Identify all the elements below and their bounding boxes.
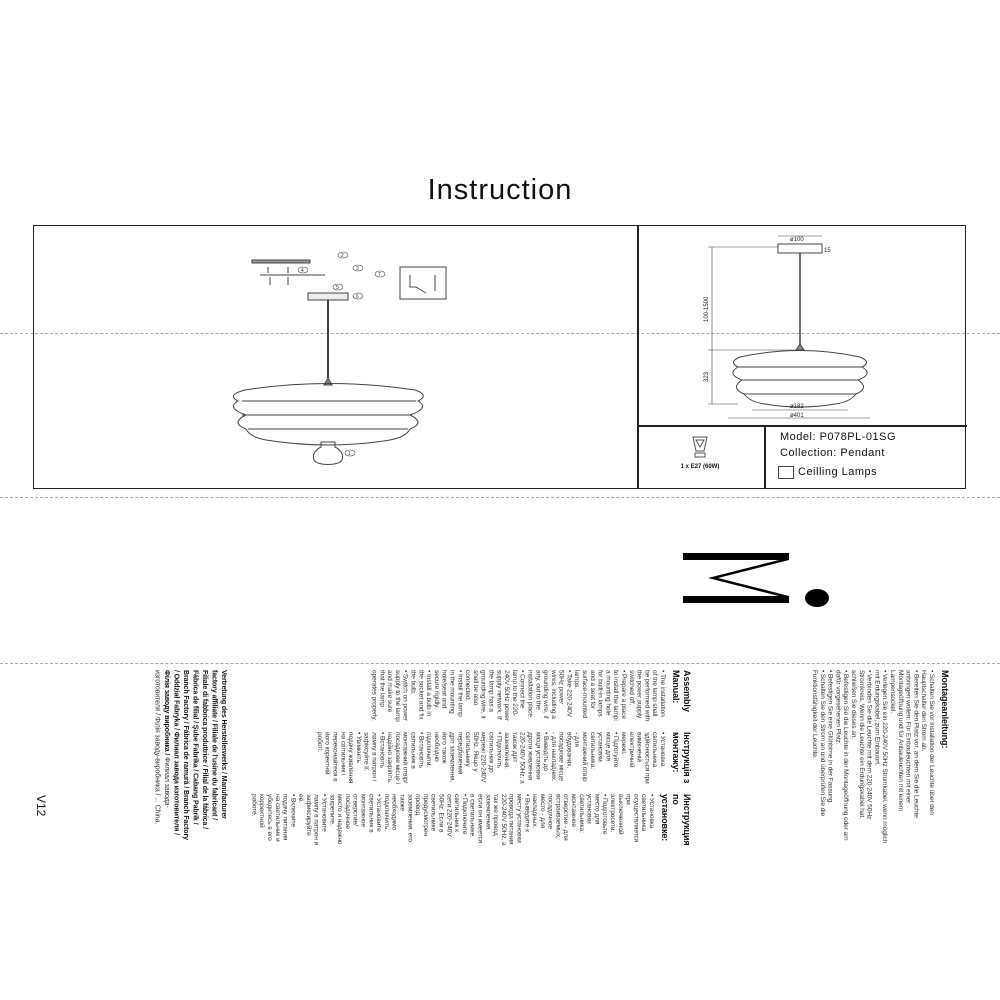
instructions-ukrainian: Інструкція з монтажу: Установка світильн… bbox=[250, 732, 692, 784]
assembly-diagram: 2 3 4 5 6 7 1 bbox=[232, 251, 447, 465]
callout-1: 1 bbox=[348, 451, 351, 457]
instructions-english: Assembly Manual: The installation of the… bbox=[250, 670, 692, 722]
callout-6: 6 bbox=[356, 294, 359, 300]
callout-2: 2 bbox=[341, 253, 344, 259]
dim-cable-length: 100-1500 bbox=[704, 296, 710, 322]
russian-item: Установите лампу в патрон и зафиксируйте… bbox=[296, 794, 327, 846]
frame-divider bbox=[637, 425, 967, 427]
ukrainian-item: Підготуйте місце для установки світильни… bbox=[549, 732, 619, 784]
dim-shade-height: 323 bbox=[704, 371, 710, 382]
german-item: Schalten Sie den Strom an und überprüfen… bbox=[810, 670, 826, 846]
russian-item: Включите подачу питания на светильник и … bbox=[250, 794, 296, 846]
dim-canopy-diameter: ø100 bbox=[790, 237, 804, 243]
ukrainian-item: Встановіть лампу в патрон і зафіксуйте ї… bbox=[362, 732, 386, 784]
english-item: Install the lamp in the mounting hole/se… bbox=[432, 670, 463, 722]
diagram-frame bbox=[33, 225, 967, 489]
callout-5: 5 bbox=[336, 285, 339, 291]
english-heading: Assembly Manual: bbox=[671, 670, 692, 712]
bulb-spec: 1 x E27 (60W) bbox=[680, 464, 720, 470]
page-title: Instruction bbox=[427, 174, 573, 206]
ukrainian-item: Підключіть світильник до мережі 220-240V… bbox=[424, 732, 502, 784]
russian-item: Выведите к месту установки провода питан… bbox=[468, 794, 531, 846]
russian-heading: Инструкция по установке: bbox=[660, 794, 692, 846]
german-item: Verlegen Sie ein 220-240V 50Hz Stromkabe… bbox=[873, 670, 888, 846]
manufacturer-info: Vertretung des Herstellerwerks / Manufac… bbox=[152, 670, 228, 840]
bulb-icon bbox=[692, 436, 708, 458]
callout-3: 3 bbox=[356, 266, 359, 272]
german-item: Schalten Sie vor Installation der Leucht… bbox=[919, 670, 935, 846]
german-heading: Montageanleitung: bbox=[940, 670, 950, 749]
manufacturer-address: Филиал завода-изготовителя / Філія завод… bbox=[153, 670, 171, 825]
ukrainian-item: Установка світильника здійснюється при в… bbox=[619, 732, 666, 784]
brand-logo bbox=[683, 553, 829, 607]
manufacturer-affiliate: Vertretung des Herstellerwerks / Manufac… bbox=[163, 670, 227, 840]
english-item: Install a bulb in the socket and fix the… bbox=[409, 670, 433, 722]
instructions-russian: Инструкция по установке: Установка свети… bbox=[250, 794, 692, 846]
ukrainian-item: Увімкніть подачу живлення на світильник … bbox=[315, 732, 362, 784]
callout-4: 4 bbox=[301, 268, 304, 274]
russian-item: Подготовьте место для установки светильн… bbox=[530, 794, 608, 846]
ukrainian-item: Встановіть світильник в монтажний отвір/… bbox=[385, 732, 424, 784]
frame-divider bbox=[764, 425, 766, 488]
english-item: The installation of the lamp shall be pe… bbox=[627, 670, 666, 722]
fold-line bbox=[0, 663, 1000, 664]
fold-line bbox=[0, 497, 1000, 498]
ukrainian-heading: Інструкція з монтажу: bbox=[671, 732, 692, 784]
dim-bottom-diameter: ø182 bbox=[790, 404, 804, 410]
dim-canopy-height: 15 bbox=[824, 248, 831, 254]
german-item: Bereiten Sie den Platz vor, an dem Sie d… bbox=[888, 670, 919, 846]
russian-item: Подключите светильник к сети 220-240V 50… bbox=[382, 794, 468, 846]
collection-name: Collection: Pendant bbox=[780, 447, 885, 459]
english-item: Switch on power supply to the lamp and m… bbox=[370, 670, 409, 722]
ceiling bbox=[251, 259, 311, 264]
callout-7: 7 bbox=[378, 272, 381, 278]
model-number: Model: P078PL-01SG bbox=[780, 431, 897, 443]
instructions-german: Montageanleitung: Schalten Sie vor Insta… bbox=[810, 670, 950, 846]
instruction-columns: Assembly Manual: The installation of the… bbox=[250, 670, 692, 846]
english-item: Connect the lamp to the 220-240V 50Hz po… bbox=[463, 670, 526, 722]
russian-item: Установите светильник в монтажное отверс… bbox=[328, 794, 382, 846]
dimension-diagram: ø100 15 100-1500 323 ø182 ø401 bbox=[704, 235, 870, 419]
ukrainian-item: Виведіть до місця установки дроти живлен… bbox=[502, 732, 549, 784]
frame-divider bbox=[637, 226, 639, 488]
german-item: Verbinden Sie die Leuchte mit dem 220-24… bbox=[849, 670, 873, 846]
german-item: Befestigen Sie die Leuchte in der Montag… bbox=[834, 670, 849, 846]
russian-item: Установка светильника осуществляется при… bbox=[608, 794, 655, 846]
dim-shade-diameter: ø401 bbox=[790, 413, 804, 419]
version-label: V12 bbox=[34, 795, 48, 817]
english-item: Take 220-240V 50Hz power wires, includin… bbox=[526, 670, 572, 722]
category-label: Ceilling Lamps bbox=[798, 466, 878, 478]
ceiling-lamp-icon bbox=[778, 466, 794, 479]
wiring-detail bbox=[399, 266, 447, 300]
english-item: Prepare a place to install the lamp: a m… bbox=[572, 670, 627, 722]
german-item: Befestigen Sie eine Glühbirne in der Fas… bbox=[826, 670, 834, 846]
fold-line bbox=[0, 333, 1000, 334]
